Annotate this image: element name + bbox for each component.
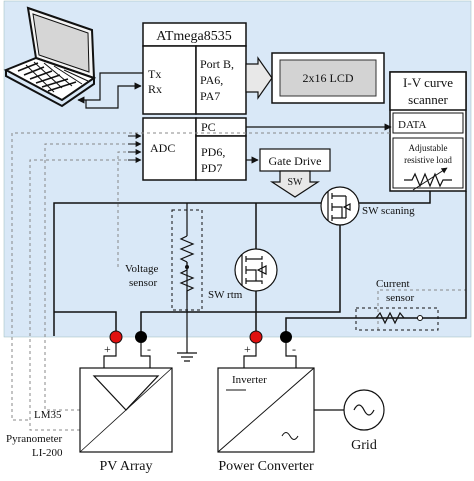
conv-minus-sign: - <box>292 342 296 356</box>
iv-scanner-title-box <box>389 71 467 111</box>
wire-tx <box>77 72 143 104</box>
dashed-voltage-signal <box>117 151 141 267</box>
current-sensor-box <box>355 307 439 331</box>
voltage-sensor-box <box>171 209 203 311</box>
mcu-rx: Rx <box>148 82 162 96</box>
conv-plus-sign: + <box>244 342 251 356</box>
sw-scaning-label: SW scaning <box>362 205 415 217</box>
pv-plus-tap <box>54 311 117 336</box>
pv-wire-minus <box>140 343 151 368</box>
lm35-label: LM35 <box>34 409 62 421</box>
pv-array-symbol <box>92 375 160 411</box>
sine-icon <box>353 404 375 416</box>
current-resistor-icon <box>375 311 423 325</box>
ground-icon <box>177 350 197 362</box>
pv-array-label: PV Array <box>99 459 152 474</box>
sw-rtm-label: SW rtm <box>208 289 243 301</box>
minus-bus <box>140 235 341 336</box>
gate-drive-sw-label: SW <box>288 177 304 188</box>
lcd-label: 2x16 LCD <box>303 71 354 85</box>
current-sensor-label-2: sensor <box>386 292 414 304</box>
pv-wire-plus <box>103 343 117 368</box>
pv-minus-terminal <box>135 331 147 343</box>
current-sensor-label-1: Current <box>376 278 410 290</box>
pv-plus-bus <box>53 191 431 336</box>
mcu-pd7: PD7 <box>201 161 222 175</box>
mcu-uart-box <box>142 45 197 115</box>
lcd-screen <box>279 59 377 97</box>
laptop-icon <box>3 6 97 108</box>
iv-data-box <box>392 112 464 134</box>
mosfet-scan-icon <box>320 186 360 226</box>
mcu-pd-box <box>195 135 247 181</box>
mcu-pa6: PA6, <box>200 73 223 87</box>
sine-icon-small <box>281 432 299 440</box>
iv-load-label-1: Adjustable <box>409 143 448 153</box>
sw-arrow-icon <box>269 170 321 198</box>
voltage-sensor-label-1: Voltage <box>125 263 159 275</box>
iv-load-label-2: resistive load <box>404 155 452 165</box>
pyranometer-label-1: Pyranometer <box>6 433 63 445</box>
mcu-port-b: Port B, <box>200 57 234 71</box>
conv-wire-minus <box>285 343 297 368</box>
grid-label: Grid <box>351 438 377 453</box>
lcd-arrow-icon <box>245 56 273 100</box>
mcu-pd6: PD6, <box>201 145 225 159</box>
mosfet-rtm-icon <box>234 248 278 292</box>
mcu-pa7: PA7 <box>200 89 220 103</box>
inverter-label: Inverter <box>232 374 267 386</box>
conv-plus-terminal <box>249 330 263 344</box>
dashed-top-return <box>11 132 390 421</box>
mcu-adc-box <box>142 117 197 181</box>
pyranometer-label-2: LI-200 <box>32 447 63 459</box>
mcu-port-box <box>195 45 247 115</box>
voltage-resistor-icon <box>179 235 195 300</box>
conv-minus-terminal <box>280 331 292 343</box>
mcu-pc: PC <box>201 120 216 134</box>
iv-scanner-title-2: scanner <box>408 92 448 107</box>
iv-data-label: DATA <box>398 119 427 131</box>
power-converter-label: Power Converter <box>218 459 314 474</box>
mcu-adc: ADC <box>150 141 175 155</box>
dashed-lm35 <box>44 143 141 411</box>
pv-array-diagonal <box>79 367 173 453</box>
mcu-title: ATmega8535 <box>156 29 231 44</box>
current-line <box>285 191 467 336</box>
conv-wire-plus <box>243 343 257 368</box>
dashed-pyranometer <box>29 159 141 431</box>
pv-plus-sign: + <box>104 342 111 356</box>
mcu-tx: Tx <box>148 67 161 81</box>
adjustable-resistor-icon <box>404 167 452 191</box>
pv-plus-terminal <box>109 330 123 344</box>
gate-drive-label: Gate Drive <box>269 154 322 168</box>
pv-minus-sign: - <box>147 342 151 356</box>
voltage-sensor-label-2: sensor <box>129 277 157 289</box>
converter-diagonal <box>217 367 315 453</box>
wire-rx <box>85 82 142 109</box>
iv-scanner-title-1: I-V curve <box>403 75 453 90</box>
